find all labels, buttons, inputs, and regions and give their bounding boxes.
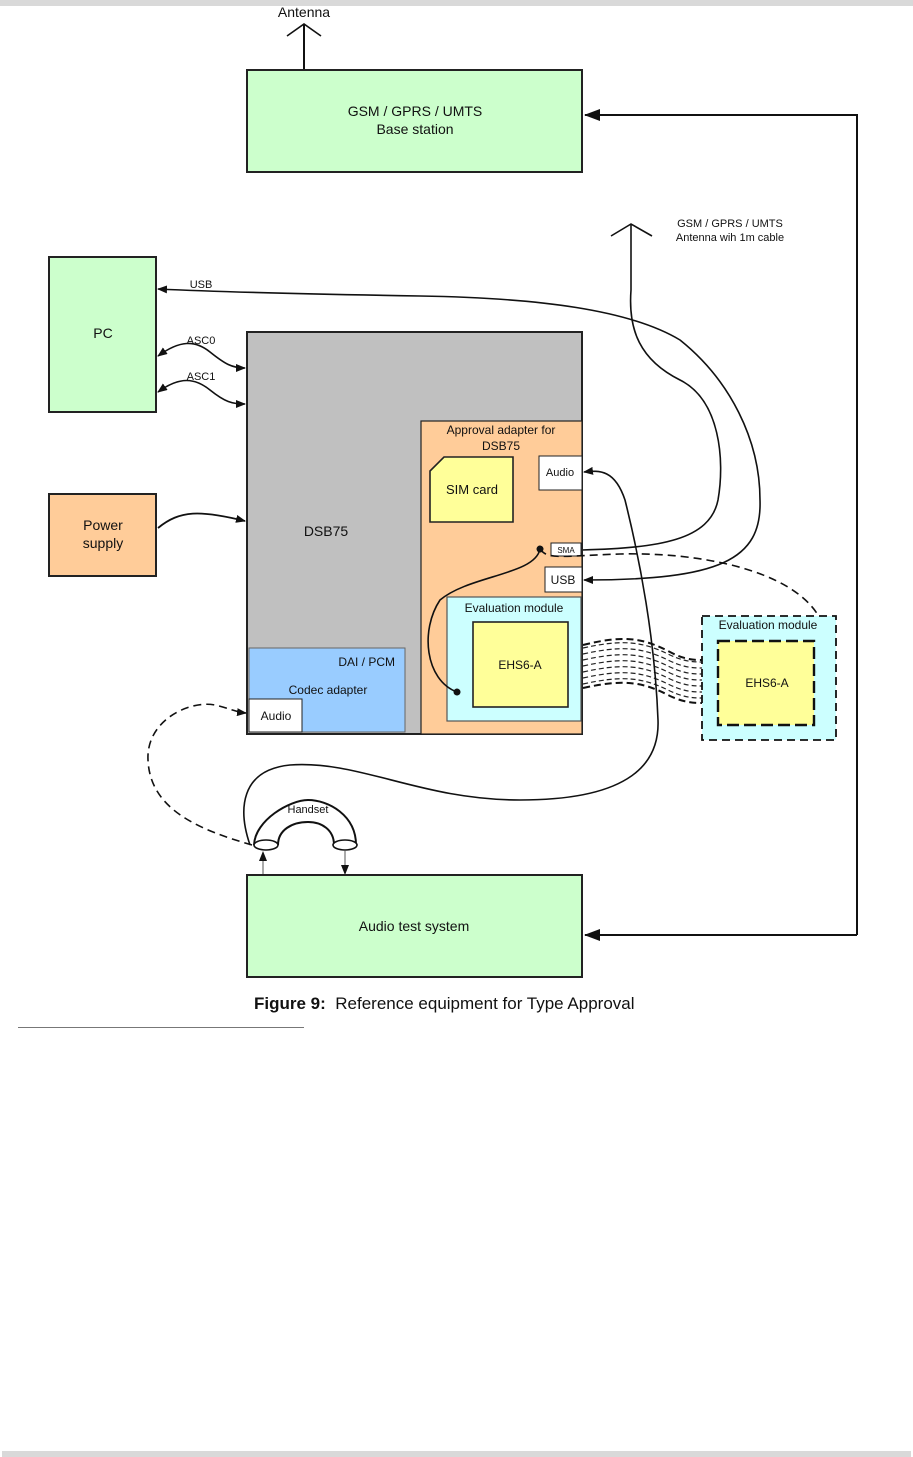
sma-port: SMA <box>550 542 582 557</box>
evaluation-module-external-label: Evaluation module <box>719 618 818 632</box>
asc0-link <box>157 342 246 372</box>
sim-card: SIM card <box>429 456 514 523</box>
antenna-cable <box>581 289 722 551</box>
evaluation-module-external: Evaluation module EHS6-A <box>701 615 837 741</box>
ehs6a-label: EHS6-A <box>498 658 541 672</box>
asc1-link <box>157 379 246 408</box>
pc-label: PC <box>93 325 112 341</box>
base-station-subtitle: Base station <box>376 121 453 137</box>
base-station-block: GSM / GPRS / UMTS Base station <box>246 69 583 173</box>
external-coax-dashed <box>539 548 831 718</box>
asc1-label: ASC1 <box>187 371 216 383</box>
handset-label: Handset <box>288 804 329 816</box>
dai-pcm-label: DAI / PCM <box>338 655 395 669</box>
ehs6a-external-label: EHS6-A <box>745 676 788 690</box>
page-bottom-border <box>2 1451 911 1457</box>
pc-block: PC <box>48 256 157 413</box>
power-supply-line2: supply <box>83 535 123 551</box>
codec-audio-dashed <box>147 703 253 846</box>
figure-caption: Figure 9: Reference equipment for Type A… <box>254 994 635 1014</box>
ribbon-cable-edges <box>582 637 703 704</box>
codec-adapter-label: Codec adapter <box>289 683 368 697</box>
base-station-link <box>584 109 858 935</box>
external-antenna-title: GSM / GPRS / UMTS <box>677 218 783 230</box>
dsb75-label: DSB75 <box>304 523 349 539</box>
asc0-label: ASC0 <box>187 335 216 347</box>
approval-adapter-line1: Approval adapter for <box>447 423 556 437</box>
audio-port-codec-label: Audio <box>261 709 292 723</box>
power-supply-line1: Power <box>83 517 123 533</box>
footnote-divider <box>18 1027 304 1028</box>
power-supply-block: Power supply <box>48 493 157 577</box>
figure-number: Figure 9: <box>254 994 326 1013</box>
external-antenna-subtitle: Antenna wih 1m cable <box>676 232 784 244</box>
handset-icon <box>253 798 358 851</box>
usb-port-label: USB <box>551 573 576 587</box>
evaluation-module: Evaluation module EHS6-A <box>446 596 582 722</box>
usb-cable <box>157 285 761 501</box>
page-top-border <box>0 0 913 6</box>
internal-coax <box>427 545 544 696</box>
adapter-audio-line <box>243 466 659 846</box>
base-station-title: GSM / GPRS / UMTS <box>348 103 483 119</box>
sma-port-label: SMA <box>557 546 575 555</box>
audio-test-system-block: Audio test system <box>246 874 583 978</box>
usb-port: USB <box>544 566 583 593</box>
sim-card-label: SIM card <box>446 482 498 497</box>
antenna-icon <box>286 23 322 70</box>
approval-adapter-line2: DSB75 <box>482 439 520 453</box>
antenna-label: Antenna <box>278 4 330 20</box>
ribbon-cable <box>582 642 703 699</box>
audio-port-adapter: Audio <box>538 455 583 491</box>
audio-port-adapter-label: Audio <box>546 467 574 479</box>
codec-adapter-block: DAI / PCM Codec adapter Audio <box>248 647 406 733</box>
usb-link-label: USB <box>190 279 213 291</box>
power-link <box>157 512 246 529</box>
audio-test-system-label: Audio test system <box>359 918 470 934</box>
evaluation-module-label: Evaluation module <box>465 601 564 615</box>
external-antenna-icon <box>610 223 653 290</box>
figure-title: Reference equipment for Type Approval <box>335 994 635 1013</box>
